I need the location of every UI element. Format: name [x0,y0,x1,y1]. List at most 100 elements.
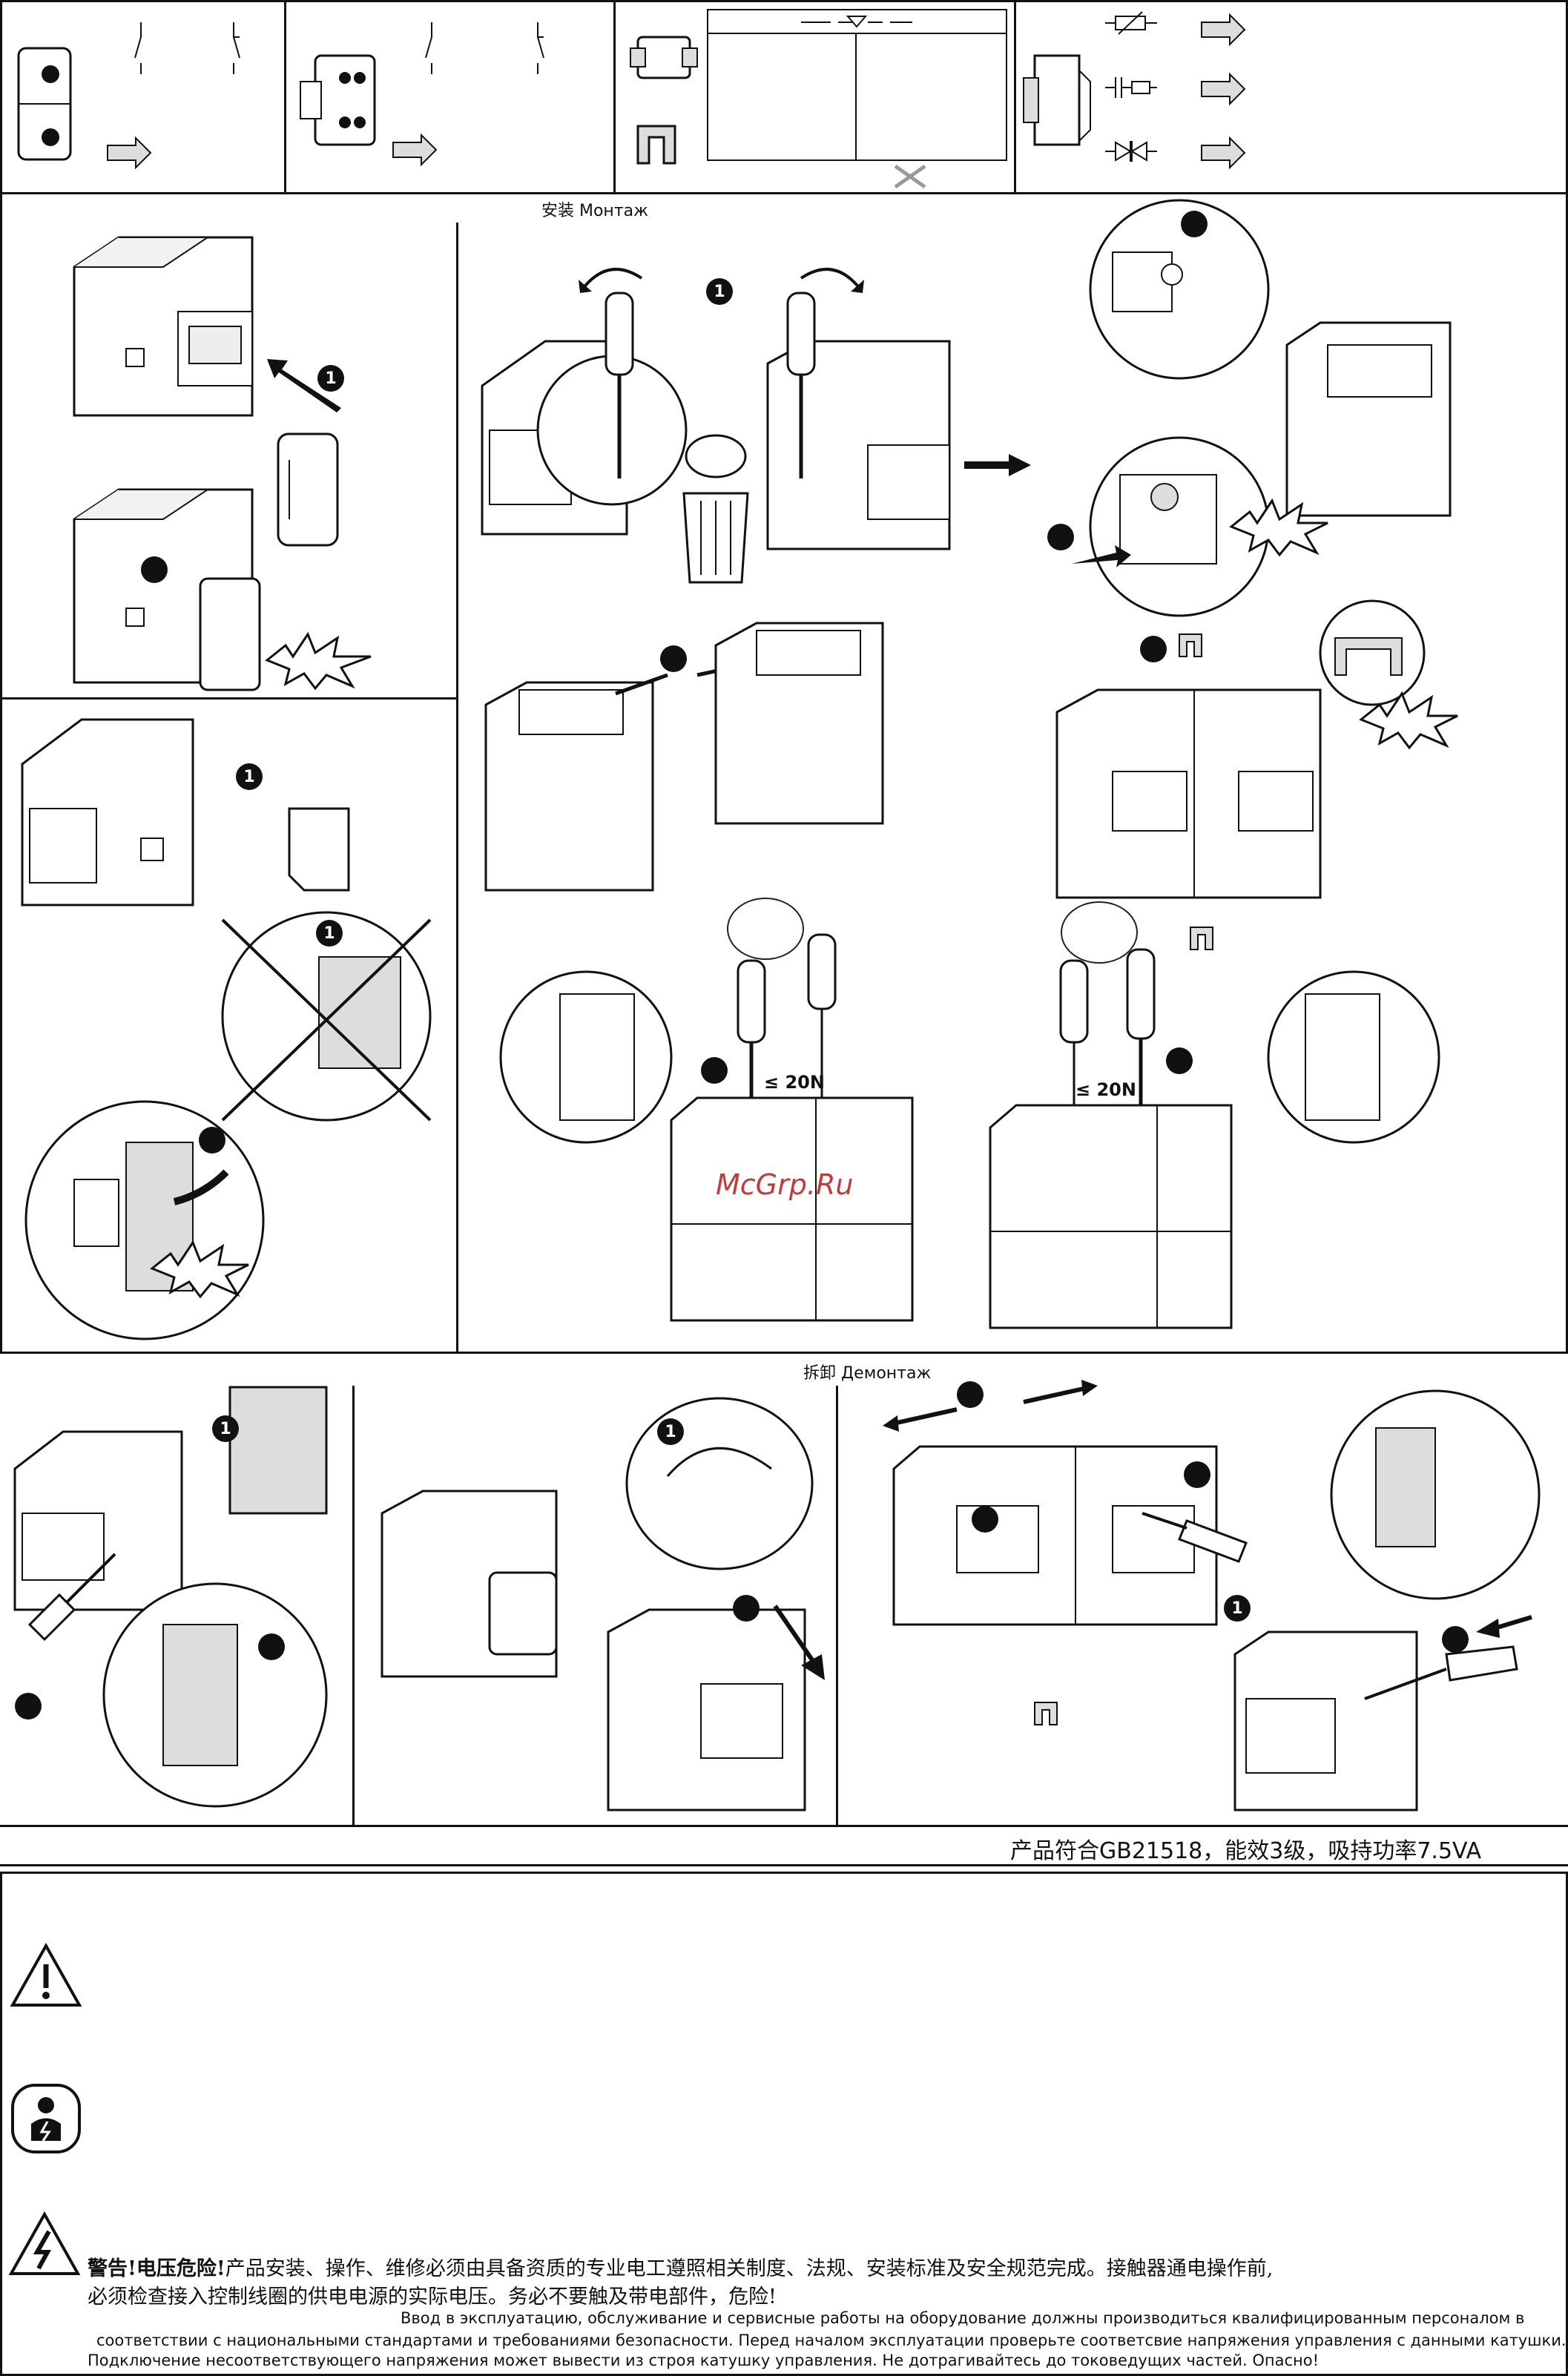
step-marker-dot [141,556,168,583]
detail-zoom-circle [1267,970,1440,1144]
trash-bin-icon [682,434,749,584]
detail-zoom-circle [1089,199,1270,380]
arrow-right-icon [107,136,152,170]
dual-contactor-illustration [1055,688,1322,899]
high-voltage-icon [8,2211,81,2275]
contactor-illustration [481,340,688,536]
clip-illustration [1179,634,1202,657]
contactor-illustration [1233,1630,1418,1811]
divider [1014,0,1016,194]
table-header-rule [707,33,1007,34]
warning-ru-line: соответствии с национальными стандартами… [96,2331,1567,2349]
dual-contactor-illustration [670,1096,914,1322]
detail-zoom-circle [228,1386,328,1515]
divider [0,697,456,700]
arrow-left-right-icon [883,1380,1098,1432]
step-marker: 1 [706,278,733,305]
detail-zoom-circle [102,1582,328,1808]
divider [456,223,458,1354]
arrow-left-icon [1476,1615,1532,1638]
contact-symbol-nc [537,22,544,74]
clip-illustration [1034,1702,1058,1725]
contactor-illustration [484,681,654,892]
detail-zoom-circle [1319,599,1426,706]
step-marker-dot [1442,1626,1469,1653]
aux-block-illustration [17,47,72,161]
step-marker-dot [199,1127,225,1154]
curved-arrow-icon [800,268,864,293]
arrow-right-icon [1201,72,1246,106]
compliance-note: 产品符合GB21518，能效3级，吸持功率7.5VA [1010,1838,1482,1864]
step-marker-dot [258,1633,285,1660]
click-burst-icon [1359,691,1458,750]
divider [284,0,286,194]
aux-block-illustration [300,54,376,146]
step-marker: 1 [317,365,344,392]
divider [613,0,616,194]
suppressor-module-illustration [1023,54,1091,146]
step-marker-dot [1140,636,1167,662]
step-marker: 1 [316,920,343,947]
install-section [0,192,1568,1354]
clip-illustration [636,125,676,165]
screwdriver-icon [807,933,837,1105]
contactor-illustration [73,488,261,691]
curved-arrow-icon [173,1169,229,1205]
step-marker: 1 [236,763,263,790]
warning-zh-line: 必须检查接入控制线圈的供电电源的实际电压。务必不要触及带电部件，危险! [88,2285,777,2308]
detail-zoom-circle [1089,436,1270,617]
step-marker-dot [1166,1047,1193,1074]
warning-bold: 警告!电压危险! [88,2257,225,2280]
step-marker-dot [660,645,687,672]
warning-zh-line: 产品安装、操作、维修必须由具备资质的专业电工遵照相关制度、法规、安装标准及安全规… [225,2257,1274,2280]
screwdriver-icon [27,1553,116,1642]
diode-symbol [1105,141,1157,162]
rc-circuit-symbol [1105,77,1157,98]
arrow-right-icon [964,454,1031,476]
arrow-insert-icon [1072,545,1131,567]
arrow-down-right-icon [773,1605,825,1680]
screwdriver-icon [786,292,816,478]
divider [0,1825,1568,1827]
callout-oval [1061,901,1138,964]
varistor-symbol [1105,11,1157,35]
qualified-electrician-icon [11,2084,81,2153]
detail-zoom-circle [499,970,673,1144]
step-marker: 1 [212,1415,239,1442]
force-limit-label: ≤ 20N [764,1072,825,1093]
interlock-symbol [801,16,912,28]
contactor-illustration [381,1490,558,1678]
divider [836,1386,838,1825]
warning-triangle-icon [10,1942,82,2007]
arrow-insert-icon [267,359,341,412]
dual-contactor-illustration [989,1104,1233,1329]
remove-section-title: 拆卸 Демонтаж [803,1364,932,1383]
contactor-illustration [13,1430,183,1611]
clip-illustration [1190,927,1213,950]
arrow-right-icon [1201,13,1246,47]
contact-symbol-nc [233,22,240,74]
aux-block-illustration [277,432,339,547]
warning-text-zh: 警告!电压危险!产品安装、操作、维修必须由具备资质的专业电工遵照相关制度、法规、… [88,2252,1273,2281]
warning-ru-line: Ввод в эксплуатацию, обслуживание и серв… [401,2309,1525,2327]
interlock-part-illustration [288,807,350,892]
contact-symbol-no [134,22,142,74]
contactor-illustration [766,340,951,550]
step-marker-dot [1181,211,1208,237]
step-marker-dot [972,1506,998,1533]
step-marker-dot [1184,1461,1210,1488]
contact-symbol-no [425,22,432,74]
contactor-illustration [21,718,194,906]
contactor-illustration [607,1608,806,1811]
click-burst-icon [265,631,372,691]
detail-zoom-circle [625,1397,814,1570]
contactor-illustration [73,236,254,417]
step-marker-dot [733,1595,760,1622]
table-column-rule [855,33,857,161]
callout-oval [727,898,804,960]
mechanical-interlock-illustration [630,36,698,79]
not-allowed-cross-icon [221,911,432,1122]
detail-zoom-circle [24,1100,265,1340]
compatibility-table [707,9,1007,161]
contactor-illustration [1285,321,1452,517]
